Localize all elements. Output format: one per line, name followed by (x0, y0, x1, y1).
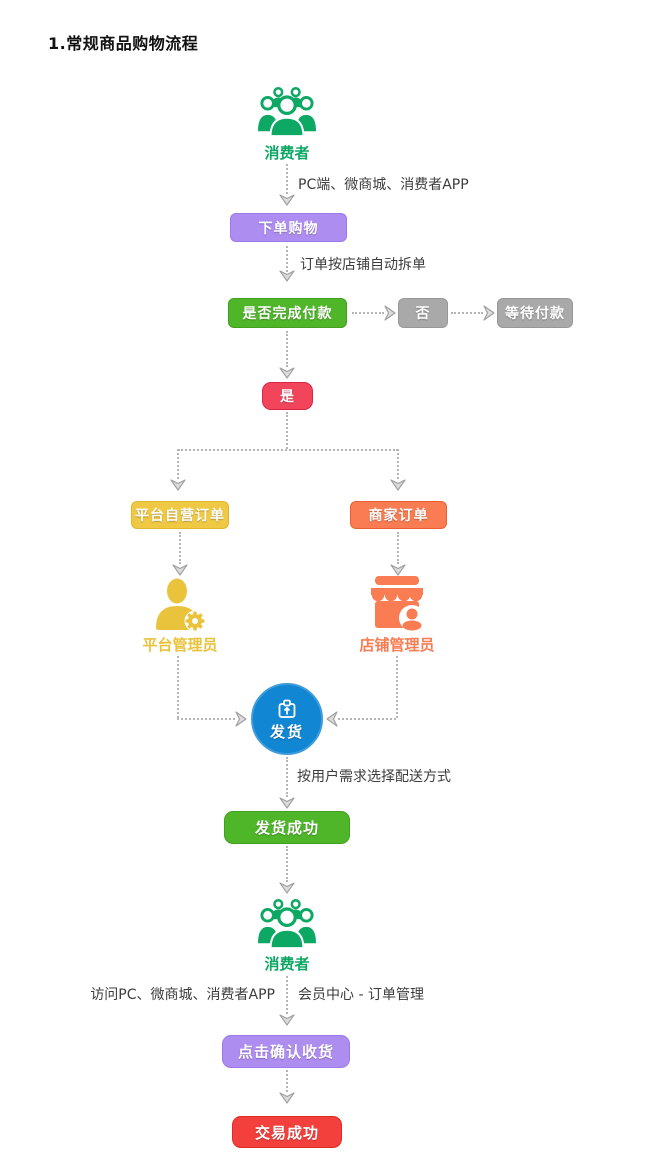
shop-admin-label: 店铺管理员 (359, 636, 435, 654)
edge-label-member-center: 会员中心 - 订单管理 (298, 987, 424, 1003)
package-icon (278, 699, 296, 718)
people-group-icon (258, 84, 316, 142)
connector-payment-yes (286, 331, 288, 367)
node-confirm-receipt-label: 点击确认收货 (237, 1043, 334, 1061)
people-group-icon (258, 896, 316, 954)
connector-payment-no (352, 312, 384, 314)
arrowhead-down-icon (279, 1092, 295, 1104)
node-place-order-label: 下单购物 (258, 220, 319, 237)
node-ship-success-label: 发货成功 (254, 819, 319, 837)
connector-ship-success (286, 757, 288, 797)
node-deal-success: 交易成功 (232, 1116, 342, 1148)
consumer-top-label: 消费者 (264, 144, 310, 162)
connector-shop-ship-v (396, 656, 398, 718)
node-place-order: 下单购物 (230, 213, 347, 242)
page-title: 1.常规商品购物流程 (48, 34, 199, 53)
arrowhead-down-icon (279, 882, 295, 894)
node-no: 否 (398, 298, 448, 328)
connector-order-payment (286, 246, 288, 272)
connector-consumer-order (286, 164, 288, 194)
connector-platform-ship-h (177, 718, 235, 720)
connector-split-left (177, 449, 179, 479)
connector-platform-admin (179, 532, 181, 564)
node-payment-check-label: 是否完成付款 (242, 306, 333, 322)
arrowhead-right-icon (483, 305, 495, 321)
arrowhead-down-icon (279, 194, 295, 206)
platform-admin-label: 平台管理员 (142, 636, 218, 654)
arrowhead-down-icon (170, 479, 186, 491)
edge-label-visit-channels: 访问PC、微商城、消费者APP (90, 987, 275, 1003)
arrowhead-down-icon (279, 1014, 295, 1026)
connector-platform-ship-v (177, 656, 179, 718)
node-merchant-order: 商家订单 (350, 501, 447, 529)
node-merchant-order-label: 商家订单 (368, 508, 429, 524)
connector-shop-admin (397, 532, 399, 564)
connector-no-wait (451, 312, 483, 314)
arrowhead-down-icon (279, 270, 295, 282)
arrowhead-down-icon (172, 564, 188, 576)
arrowhead-down-icon (390, 564, 406, 576)
node-ship-success: 发货成功 (224, 811, 350, 844)
node-yes: 是 (262, 382, 313, 410)
connector-confirm-deal (286, 1070, 288, 1092)
node-ship-label: 发货 (269, 722, 304, 741)
connector-success-consumer (286, 846, 288, 882)
connector-split-horizontal (178, 449, 398, 451)
arrowhead-down-icon (279, 367, 295, 379)
arrowhead-right-icon (235, 711, 247, 727)
node-yes-label: 是 (280, 389, 295, 405)
node-wait-payment-label: 等待付款 (505, 306, 565, 322)
connector-yes-split (286, 412, 288, 449)
edge-label-delivery-method: 按用户需求选择配送方式 (297, 769, 451, 785)
node-platform-order: 平台自营订单 (131, 501, 229, 529)
node-no-label: 否 (415, 306, 431, 322)
connector-shop-ship-h (338, 718, 396, 720)
node-payment-check: 是否完成付款 (228, 298, 347, 328)
arrowhead-right-icon (384, 305, 396, 321)
arrowhead-down-icon (390, 479, 406, 491)
arrowhead-down-icon (279, 797, 295, 809)
arrowhead-left-icon (326, 711, 338, 727)
edge-label-split-order: 订单按店铺自动拆单 (300, 257, 426, 273)
node-confirm-receipt: 点击确认收货 (222, 1035, 350, 1068)
store-icon (368, 576, 426, 636)
consumer-bottom-label: 消费者 (264, 955, 310, 973)
connector-consumer-confirm (286, 976, 288, 1014)
person-gear-icon (151, 578, 209, 636)
node-deal-success-label: 交易成功 (254, 1123, 319, 1142)
connector-split-right (397, 449, 399, 479)
node-ship: 发货 (251, 683, 323, 755)
node-platform-order-label: 平台自营订单 (135, 508, 225, 524)
node-wait-payment: 等待付款 (497, 298, 573, 328)
edge-label-channels: PC端、微商城、消费者APP (298, 177, 469, 193)
